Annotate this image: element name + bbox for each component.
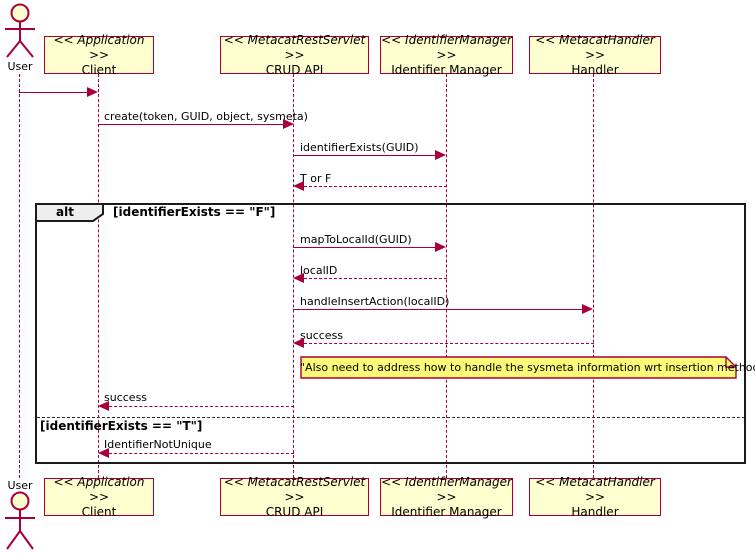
participant-client-bottom: << Application >> Client bbox=[44, 474, 154, 519]
message-label-identifier-not-unique: IdentifierNotUnique bbox=[104, 438, 212, 451]
lifeline-client bbox=[98, 74, 99, 478]
participant-name: Identifier Manager bbox=[391, 504, 502, 519]
participant-stereotype: << MetacatHandler >> bbox=[535, 474, 655, 504]
alt-condition-f-label: [identifierExists == "F"] bbox=[113, 205, 276, 219]
participant-stereotype: << MetacatRestServlet >> bbox=[223, 474, 366, 504]
message-line-t-or-f bbox=[304, 186, 447, 187]
message-label-create: create(token, GUID, object, sysmeta) bbox=[104, 110, 308, 123]
message-line-map-to-local-id bbox=[293, 247, 436, 248]
arrowhead-icon bbox=[582, 304, 593, 314]
message-label-success-to-client: success bbox=[104, 391, 148, 404]
participant-name: Handler bbox=[571, 504, 619, 519]
participant-identifier-manager-bottom: << IdentifierManager >> Identifier Manag… bbox=[380, 474, 513, 519]
participant-name: Identifier Manager bbox=[391, 62, 502, 77]
alt-else-separator bbox=[37, 417, 745, 418]
arrowhead-icon bbox=[98, 448, 109, 458]
participant-stereotype: << Application >> bbox=[53, 474, 145, 504]
arrowhead-icon bbox=[283, 119, 294, 129]
participant-name: CRUD API bbox=[265, 62, 324, 77]
message-line-handle-insert-action bbox=[293, 309, 583, 310]
message-line-local-id bbox=[304, 278, 447, 279]
arrowhead-icon bbox=[293, 181, 304, 191]
participant-stereotype: << IdentifierManager >> bbox=[381, 32, 512, 62]
message-line-identifier-not-unique bbox=[109, 453, 294, 454]
message-line-success-from-handler bbox=[304, 343, 594, 344]
participant-stereotype: << MetacatRestServlet >> bbox=[223, 32, 366, 62]
alt-operator-tab bbox=[35, 203, 104, 222]
message-line-identifier-exists bbox=[293, 155, 436, 156]
actor-label: User bbox=[7, 60, 33, 73]
message-line-user-to-client bbox=[19, 92, 88, 93]
actor-icon bbox=[5, 3, 35, 58]
participant-name: Handler bbox=[571, 62, 619, 77]
message-line-create bbox=[98, 124, 284, 125]
message-label-map-to-local-id: mapToLocalId(GUID) bbox=[300, 233, 412, 246]
participant-stereotype: << Application >> bbox=[53, 32, 145, 62]
alt-fragment-frame bbox=[35, 203, 746, 464]
participant-name: CRUD API bbox=[265, 504, 324, 519]
alt-operator-label: alt bbox=[56, 205, 74, 219]
actor-icon bbox=[5, 491, 35, 550]
arrowhead-icon bbox=[435, 242, 446, 252]
arrowhead-icon bbox=[435, 150, 446, 160]
participant-crud-api-bottom: << MetacatRestServlet >> CRUD API bbox=[220, 474, 369, 519]
lifeline-handler bbox=[593, 74, 594, 478]
lifeline-identifier-manager bbox=[446, 74, 447, 478]
participant-stereotype: << IdentifierManager >> bbox=[381, 474, 512, 504]
arrowhead-icon bbox=[293, 338, 304, 348]
alt-condition-t-label: [identifierExists == "T"] bbox=[40, 419, 203, 433]
message-label-identifier-exists: identifierExists(GUID) bbox=[300, 141, 419, 154]
message-label-success-from-handler: success bbox=[300, 329, 344, 342]
actor-label: User bbox=[7, 479, 33, 492]
participant-handler-top: << MetacatHandler >> Handler bbox=[529, 32, 661, 77]
message-line-success-to-client bbox=[109, 406, 294, 407]
arrowhead-icon bbox=[293, 273, 304, 283]
message-label-local-id: localID bbox=[300, 264, 338, 277]
participant-name: Client bbox=[81, 504, 117, 519]
participant-crud-api-top: << MetacatRestServlet >> CRUD API bbox=[220, 32, 369, 77]
note-text: "Also need to address how to handle the … bbox=[300, 361, 755, 374]
lifeline-user bbox=[19, 74, 20, 478]
participant-name: Client bbox=[81, 62, 117, 77]
arrowhead-icon bbox=[87, 87, 98, 97]
participant-handler-bottom: << MetacatHandler >> Handler bbox=[529, 474, 661, 519]
participant-stereotype: << MetacatHandler >> bbox=[535, 32, 655, 62]
message-label-t-or-f: T or F bbox=[300, 172, 332, 185]
message-label-handle-insert-action: handleInsertAction(localID) bbox=[300, 295, 450, 308]
arrowhead-icon bbox=[98, 401, 109, 411]
participant-identifier-manager-top: << IdentifierManager >> Identifier Manag… bbox=[380, 32, 513, 77]
note-shape bbox=[300, 356, 737, 379]
participant-client-top: << Application >> Client bbox=[44, 32, 154, 77]
